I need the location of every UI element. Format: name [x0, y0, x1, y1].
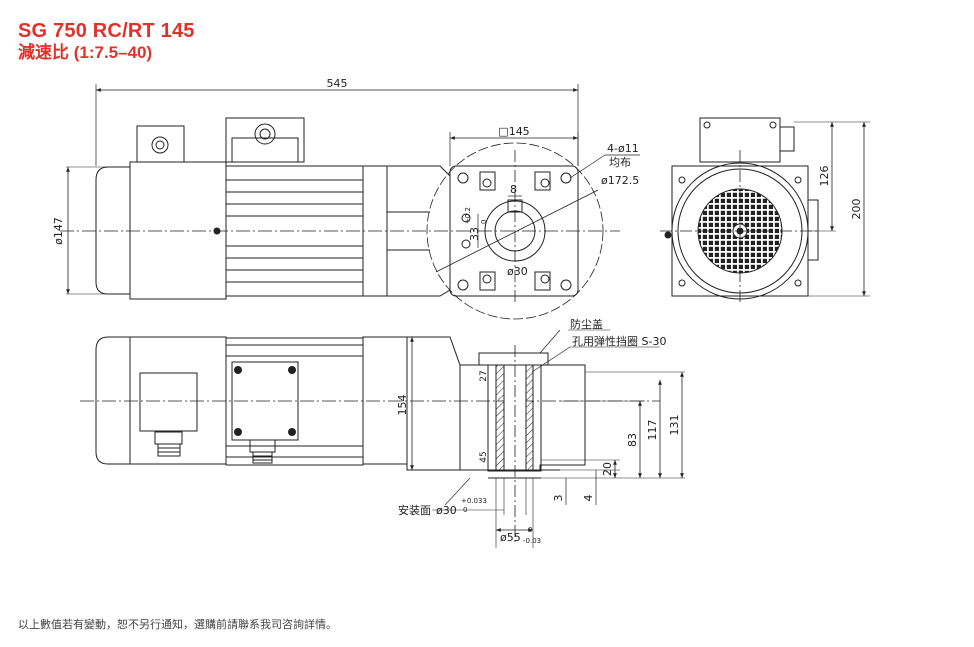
label-mount-face: 安装面: [398, 503, 431, 517]
top-view: [60, 117, 620, 320]
dim-total-length: 545: [327, 77, 348, 90]
dim-holes-sub: 均布: [609, 156, 631, 169]
dim-key-width: 8: [510, 183, 517, 196]
gearbox-flange: [449, 165, 579, 297]
dim-bore-tol-bot: 0: [463, 506, 467, 514]
dim-45: 45: [479, 451, 489, 462]
side-view: [80, 329, 685, 548]
label-dust-cover: 防尘盖: [570, 317, 603, 331]
dim-holes: 4-ø11: [607, 142, 639, 155]
dim-motor-dia: ø147: [52, 217, 65, 245]
dim-4: 4: [582, 495, 595, 502]
dim-pcd: ø172.5: [601, 174, 639, 187]
dim-key-tol-top: +0.2: [464, 207, 472, 224]
dim-83: 83: [626, 433, 639, 447]
dim-117: 117: [646, 420, 659, 441]
footer-note: 以上數值若有變動，恕不另行通知，選購前請聯系我司咨詢詳情。: [18, 618, 337, 631]
dim-27: 27: [479, 370, 489, 381]
motor-end-cap: [95, 166, 131, 295]
side-end-cap: [95, 336, 131, 465]
dust-cover: [478, 352, 549, 366]
dim-side-154: 154: [396, 395, 409, 416]
dim-flange-tol-top: 0: [528, 526, 532, 534]
end-view: [660, 117, 870, 305]
dim-bore: ø30: [507, 265, 528, 278]
model-title: SG 750 RC/RT 145: [18, 20, 195, 42]
dim-key-tol-bot: 0: [480, 220, 488, 224]
motor-body: [129, 161, 227, 300]
dim-131: 131: [668, 415, 681, 436]
side-motor-body: [129, 336, 227, 465]
side-gearbox: [459, 364, 586, 471]
junction-box-left: [136, 125, 185, 163]
dim-flange-tol-bot: -0.03: [523, 537, 541, 545]
dim-bore-tol-top: +0.033: [461, 497, 487, 505]
dim-right-200: 200: [850, 199, 863, 220]
side-terminal-plate: [139, 372, 198, 432]
dim-square: □145: [498, 125, 529, 138]
top-dimensions: [66, 84, 640, 295]
pcd-circle: [426, 142, 604, 320]
dim-bore-bottom: ø30: [436, 504, 457, 517]
junction-box-top: [225, 117, 305, 163]
dim-key-height: 33: [468, 227, 481, 241]
label-retaining-ring: 孔用弹性挡圈 S-30: [572, 334, 666, 348]
dim-flange-dia: ø55: [500, 531, 521, 544]
dim-right-126: 126: [818, 166, 831, 187]
dim-20: 20: [601, 462, 614, 476]
dim-3: 3: [552, 495, 565, 502]
ratio-subtitle: 減速比 (1:7.5–40): [18, 43, 153, 62]
title-block: SG 750 RC/RT 145 減速比 (1:7.5–40): [18, 20, 195, 63]
